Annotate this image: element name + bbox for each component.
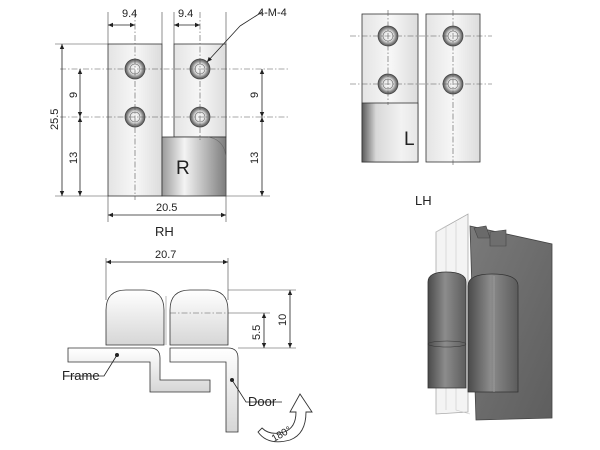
dim-height-total: 25.5 [49, 109, 61, 130]
right-knuckle [169, 289, 229, 346]
hinge-3d-view [427, 213, 553, 421]
rotation-arrow-icon [257, 393, 313, 443]
dim-height-upper-right: 9 [249, 92, 261, 98]
thread-spec-label: 4-M-4 [258, 7, 287, 19]
left-knuckle [105, 289, 165, 346]
dim-side-width: 20.7 [155, 249, 176, 261]
front-view-rh: R 9.4 9.4 4-M-4 25.5 9 13 [49, 7, 290, 239]
dim-height-lower-left: 13 [68, 152, 80, 164]
dim-side-height-large: 10 [277, 314, 289, 326]
l-barrel [361, 102, 419, 163]
left-knuckle [427, 271, 467, 389]
dim-width-total: 20.5 [156, 202, 177, 214]
dim-height-lower-right: 13 [249, 152, 261, 164]
r-barrel [161, 136, 227, 197]
letter-l: L [404, 129, 415, 150]
front-view-lh: L LH [350, 10, 492, 208]
dim-width-right: 9.4 [178, 8, 193, 20]
door-label: Door [248, 394, 277, 409]
caption-rh: RH [155, 224, 174, 239]
dim-height-upper-left: 9 [68, 92, 80, 98]
dim-width-left: 9.4 [122, 8, 137, 20]
frame-label: Frame [62, 368, 100, 383]
door-bracket [169, 347, 239, 433]
frame-bracket [67, 347, 211, 393]
side-view: 20.7 5.5 10 Frame Door 180° [62, 249, 313, 445]
dim-side-height-small: 5.5 [251, 325, 263, 340]
right-knuckle [467, 273, 519, 393]
caption-lh: LH [415, 193, 432, 208]
letter-r: R [176, 158, 190, 179]
